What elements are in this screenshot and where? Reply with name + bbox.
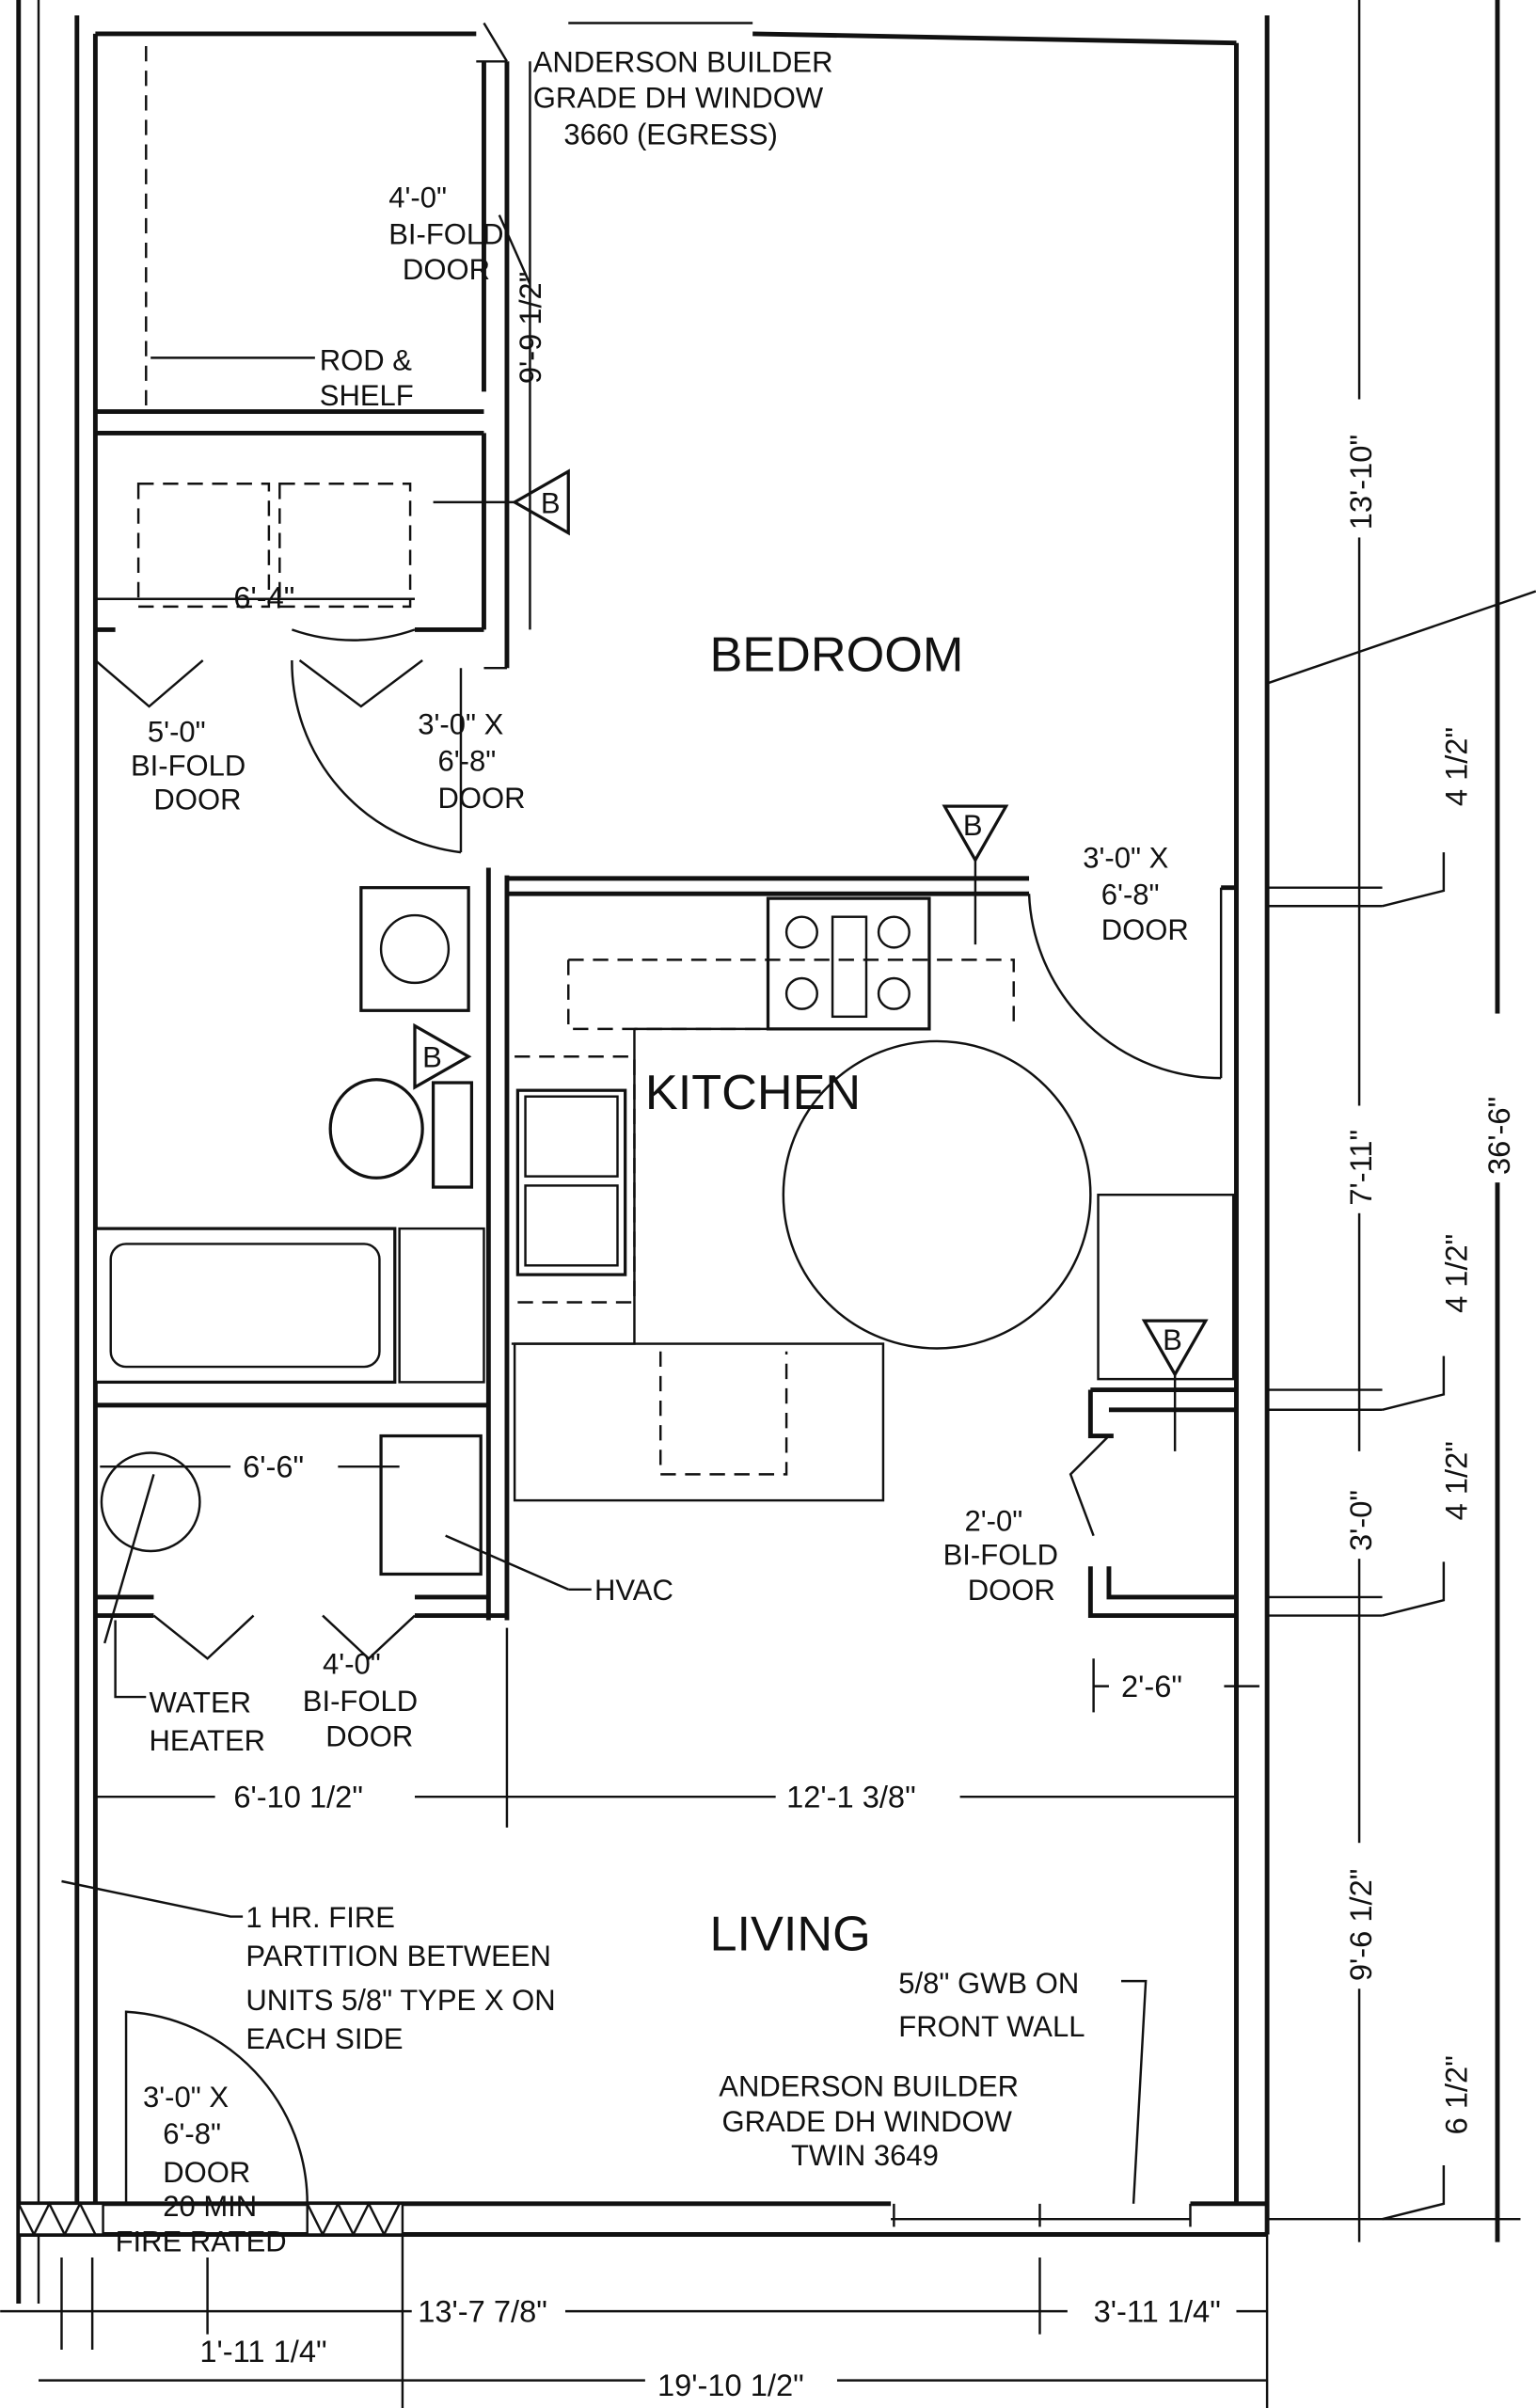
dimensions-right_1-text: 13'-10" <box>1343 435 1378 530</box>
refrigerator <box>1097 1193 1235 1381</box>
bathtub <box>93 1227 397 1385</box>
dimensions-overall_width-text: 19'-10 1/2" <box>657 2368 804 2402</box>
notes-entry_door-3-text: 20 MIN <box>163 2190 257 2223</box>
kitchen-island <box>513 1342 885 1502</box>
dimensions-overall_depth-text: 36'-6" <box>1481 1097 1516 1175</box>
notes-door_kitchen-2-text: DOOR <box>1101 913 1189 946</box>
notes-door_kitchen-0-text: 3'-0" X <box>1083 841 1168 874</box>
notes-hvac-text: HVAC <box>594 1574 673 1607</box>
room-living: LIVING <box>709 1907 870 1961</box>
notes-bifold_5-0-text: 5'-0" <box>148 716 206 749</box>
notes-marker-text: B <box>963 809 983 842</box>
notes-bifold_4_bottom-2-text: DOOR <box>325 1719 413 1752</box>
dimensions-left_width-text: 6'-10 1/2" <box>233 1780 363 1814</box>
notes-rod_shelf-0-text: ROD & <box>320 343 413 376</box>
notes-door_kitchen-1-text: 6'-8" <box>1101 879 1160 911</box>
dimensions-right_width-text: 12'-1 3/8" <box>786 1780 916 1814</box>
dimensions-bottom_seg2-text: 13'-7 7/8" <box>418 2294 547 2329</box>
notes-bifold_4_top-2-text: DOOR <box>403 253 490 286</box>
notes-bifold_2-1-text: BI-FOLD <box>943 1539 1058 1572</box>
notes-bifold_2-0-text: 2'-0" <box>964 1505 1022 1538</box>
notes-fire_partition-1-text: PARTITION BETWEEN <box>245 1940 551 1972</box>
annotations: ANDERSON BUILDER GRADE DH WINDOW 3660 (E… <box>61 46 1189 2258</box>
notes-marker-text: B <box>541 486 561 519</box>
dimensions-closet_width-text: 6'-4" <box>233 580 294 615</box>
notes-rod_shelf-1-text: SHELF <box>320 379 414 412</box>
water-heater <box>100 1451 201 1553</box>
dimensions-bottom_seg1-text: 1'-11 1/4" <box>199 2334 326 2368</box>
dimensions-right_7-text: 9'-6 1/2" <box>1343 1869 1378 1981</box>
notes-water_heater-0-text: WATER <box>150 1686 252 1719</box>
interior-walls <box>95 61 1237 1621</box>
notes-egress_window-0-text: ANDERSON BUILDER <box>533 46 833 79</box>
notes-door_bedroom-0-text: 3'-0" X <box>418 707 503 740</box>
room-bedroom: BEDROOM <box>709 627 963 682</box>
notes-front_window-0-text: ANDERSON BUILDER <box>719 2070 1019 2103</box>
dimensions-bottom_seg3-text: 3'-11 1/4" <box>1094 2294 1221 2329</box>
notes-door_bedroom-2-text: DOOR <box>437 782 525 815</box>
notes-entry_door-2-text: DOOR <box>163 2156 250 2189</box>
notes-gwb-1-text: FRONT WALL <box>898 2010 1085 2043</box>
dimensions-utility_width-text: 6'-6" <box>243 1450 304 1484</box>
notes-bifold_2-2-text: DOOR <box>968 1574 1055 1607</box>
notes-water_heater-1-text: HEATER <box>150 1724 266 1757</box>
notes-front_window-2-text: TWIN 3649 <box>791 2139 939 2172</box>
dimensions-right_5-text: 3'-0" <box>1343 1490 1378 1551</box>
dimensions-right_3-text: 7'-11" <box>1343 1130 1378 1206</box>
dimensions-right_8-text: 6 1/2" <box>1438 2055 1473 2134</box>
hvac-unit <box>379 1434 483 1576</box>
dimensions-right_6-text: 4 1/2" <box>1438 1441 1473 1520</box>
notes-front_window-1-text: GRADE DH WINDOW <box>722 2105 1013 2138</box>
notes-door_bedroom-1-text: 6'-8" <box>437 745 496 778</box>
notes-fire_partition-3-text: EACH SIDE <box>245 2022 403 2055</box>
notes-marker-text: B <box>422 1041 442 1074</box>
dining-table <box>782 1039 1092 1350</box>
notes-bifold_4_bottom-0-text: 4'-0" <box>323 1648 381 1681</box>
marker-b-1 <box>511 468 570 536</box>
notes-egress_window-2-text: 3660 (EGRESS) <box>563 118 778 150</box>
notes-fire_partition-0-text: 1 HR. FIRE <box>245 1901 395 1934</box>
dimensions-right_4-text: 4 1/2" <box>1438 1234 1473 1313</box>
notes-bifold_4_top-0-text: 4'-0" <box>388 181 447 214</box>
dimensions-right_2-text: 4 1/2" <box>1438 727 1473 806</box>
notes-bifold_4_bottom-1-text: BI-FOLD <box>303 1685 418 1718</box>
notes-bifold_5-1-text: BI-FOLD <box>131 749 245 782</box>
dimensions: 9'-9 1/2" 6'-4" 6'-6" 6'-10 1/2" 12'-1 3… <box>0 61 1521 2408</box>
section-markers: B B B B <box>413 468 1209 1451</box>
lavatory <box>359 886 470 1012</box>
notes-bifold_5-2-text: DOOR <box>153 783 241 816</box>
notes-marker-text: B <box>1163 1323 1182 1356</box>
room-kitchen: KITCHEN <box>645 1066 861 1120</box>
notes-entry_door-4-text: FIRE RATED <box>116 2225 287 2258</box>
notes-fire_partition-2-text: UNITS 5/8" TYPE X ON <box>245 1984 555 2017</box>
notes-gwb-0-text: 5/8" GWB ON <box>898 1967 1079 2000</box>
dimensions-closet_depth-text: 9'-9 1/2" <box>513 272 547 384</box>
notes-entry_door-0-text: 3'-0" X <box>143 2081 229 2114</box>
fixtures <box>93 22 1235 2227</box>
notes-entry_door-1-text: 6'-8" <box>163 2117 221 2150</box>
notes-bifold_4_top-1-text: BI-FOLD <box>388 218 503 251</box>
dimensions-pantry_width-text: 2'-6" <box>1121 1669 1182 1703</box>
toilet <box>328 1078 424 1180</box>
kitchen-sink <box>515 1088 627 1276</box>
notes-egress_window-1-text: GRADE DH WINDOW <box>533 81 824 114</box>
